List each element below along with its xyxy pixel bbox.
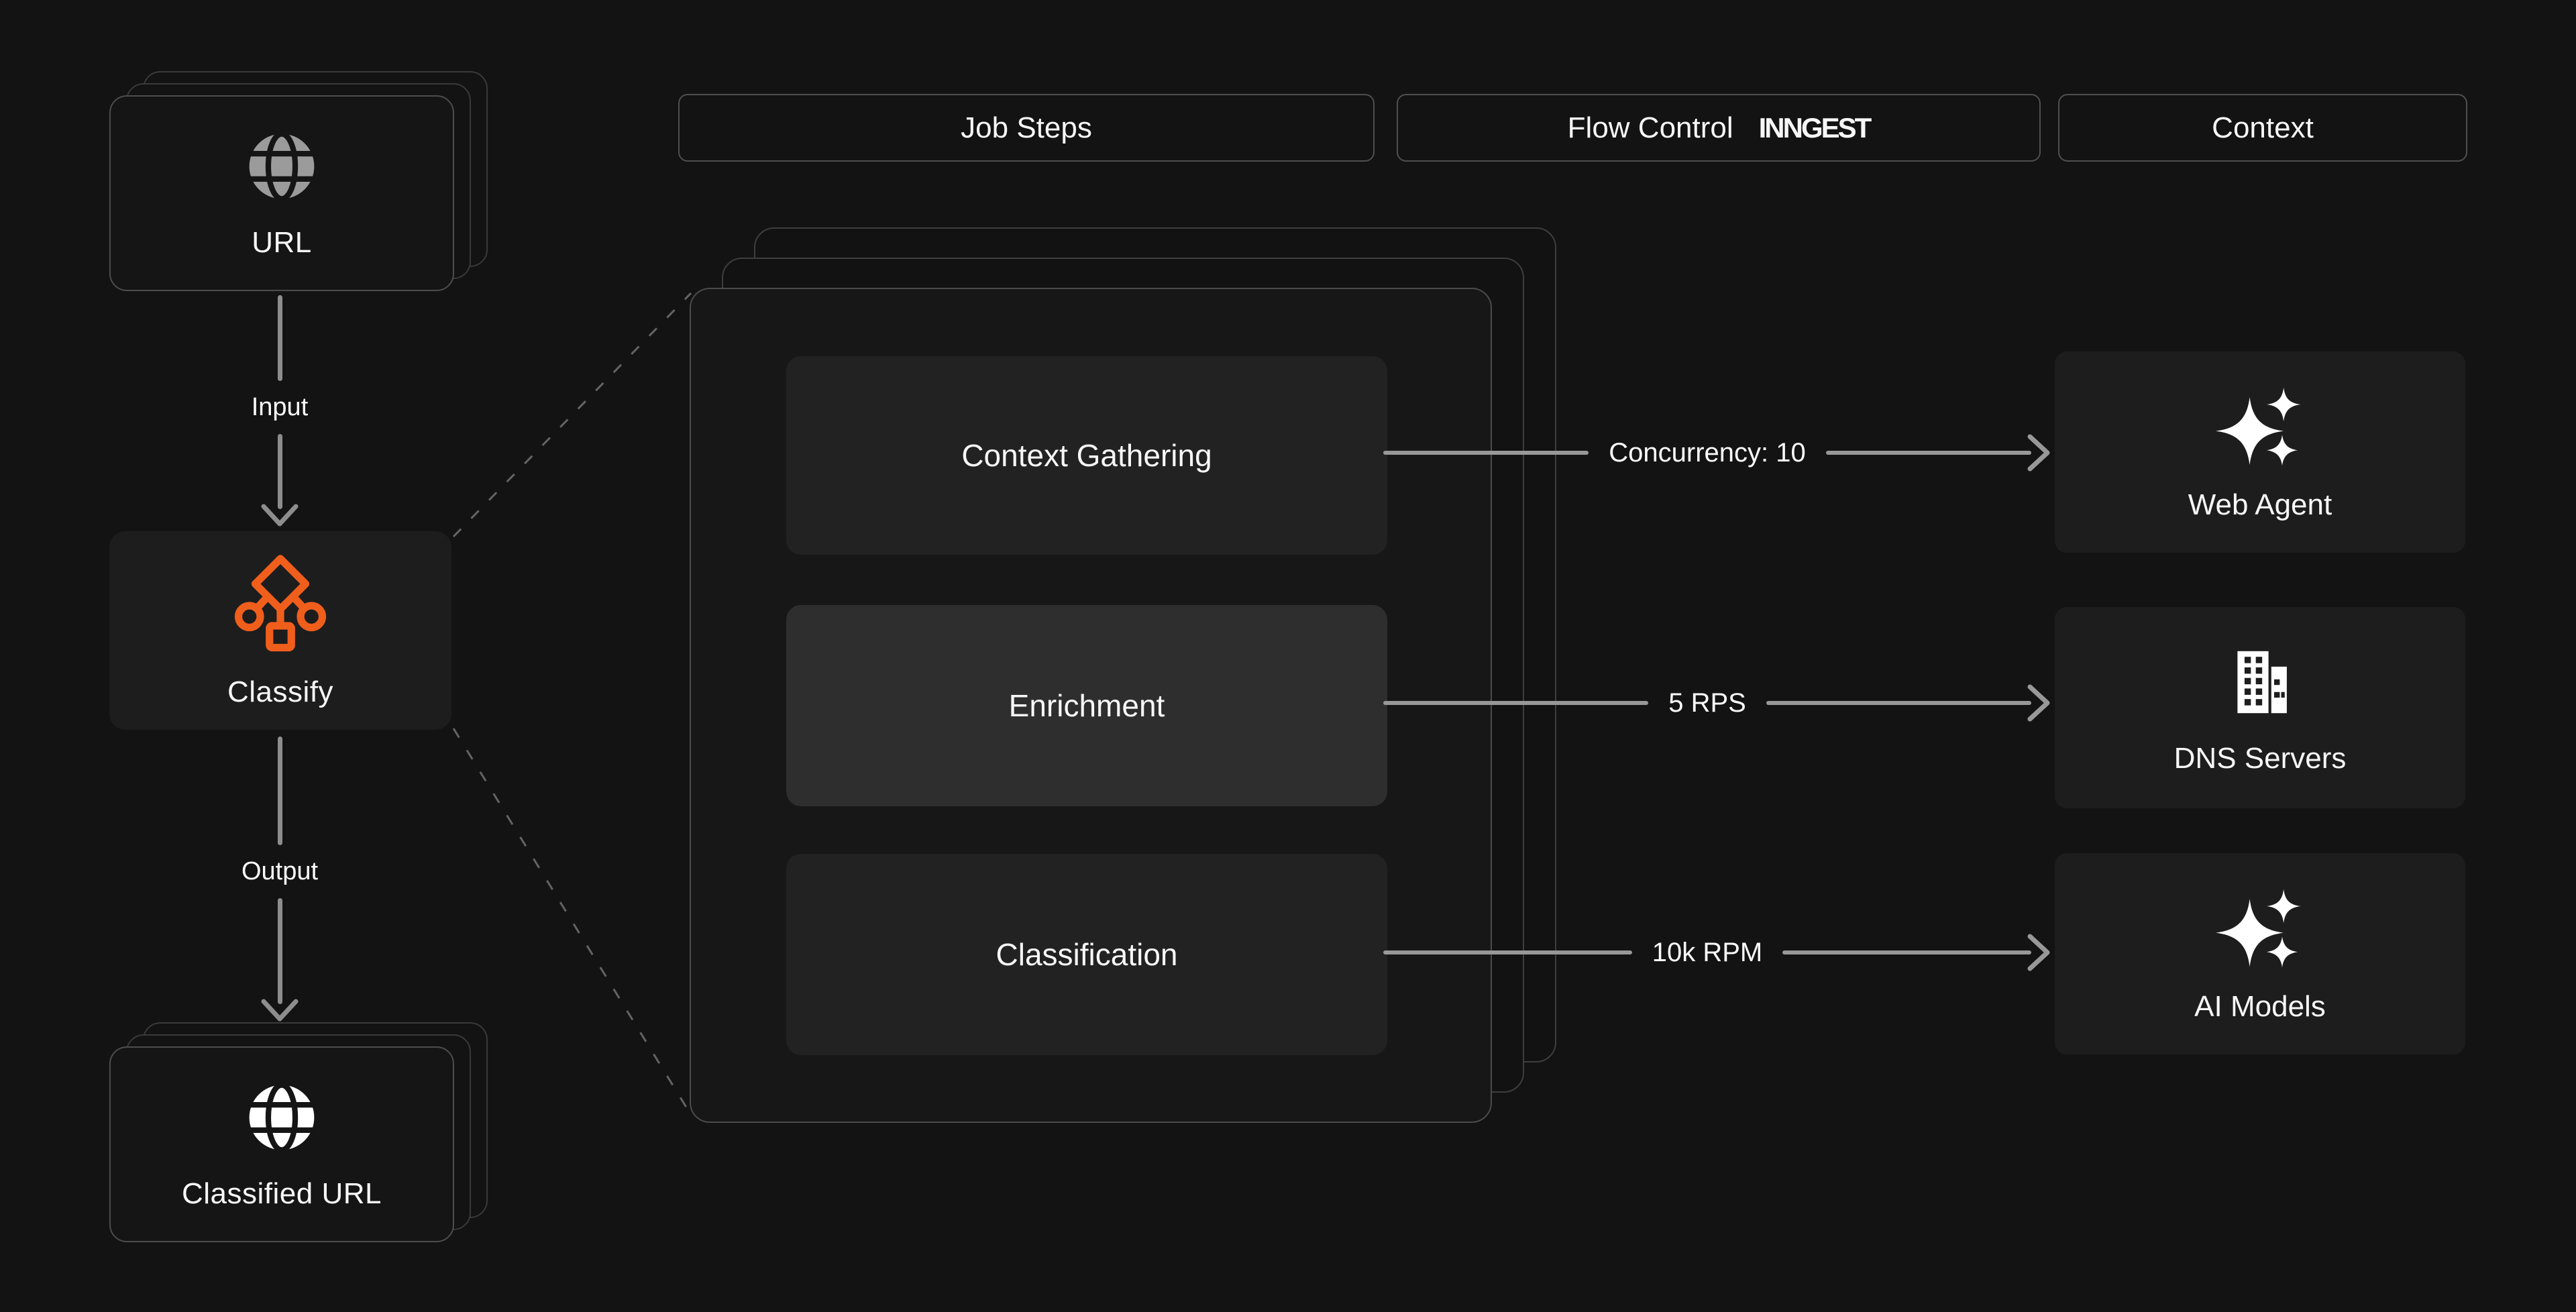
arrow-line bbox=[1782, 950, 2031, 954]
job-step-enrichment: Enrichment bbox=[786, 605, 1387, 806]
arrow-line bbox=[277, 898, 282, 1004]
sparkles-icon bbox=[2216, 889, 2301, 968]
arrow-line bbox=[277, 434, 282, 509]
job-step-label: Classification bbox=[996, 937, 1178, 972]
service-label: Web Agent bbox=[2188, 488, 2332, 521]
header-context: Context bbox=[2058, 94, 2467, 162]
input-arrow: Input bbox=[251, 295, 309, 528]
header-label: Flow Control bbox=[1567, 111, 1733, 144]
building-icon bbox=[2237, 651, 2287, 714]
arrow-line bbox=[1766, 701, 2032, 705]
flow-control-label: Concurrency: 10 bbox=[1609, 437, 1806, 468]
header-flow-control: Flow Control INNGEST bbox=[1397, 94, 2041, 162]
workflow-icon bbox=[234, 555, 327, 652]
arrowhead-down-icon bbox=[261, 999, 299, 1022]
header-label: Job Steps bbox=[961, 111, 1092, 144]
arrow-line bbox=[1383, 950, 1632, 954]
classified-url-card: Classified URL bbox=[109, 1046, 454, 1242]
arrow-line bbox=[277, 295, 282, 381]
output-edge-label: Output bbox=[241, 857, 319, 885]
job-step-label: Enrichment bbox=[1008, 688, 1165, 723]
output-arrow: Output bbox=[241, 736, 318, 1023]
arrow-line bbox=[1383, 701, 1649, 705]
url-card: URL bbox=[109, 95, 454, 291]
header-label: Context bbox=[2212, 111, 2314, 144]
service-label: AI Models bbox=[2194, 990, 2326, 1023]
job-step-classification: Classification bbox=[786, 854, 1387, 1055]
arrow-line bbox=[277, 736, 282, 845]
classify-label: Classify bbox=[227, 675, 334, 708]
flow-arrow-rps: 5 RPS bbox=[1383, 683, 2051, 723]
flow-control-label: 5 RPS bbox=[1668, 688, 1746, 718]
header-job-steps: Job Steps bbox=[678, 94, 1375, 162]
globe-icon bbox=[249, 131, 315, 202]
globe-icon bbox=[249, 1082, 315, 1153]
flow-control-label: 10k RPM bbox=[1652, 937, 1763, 967]
service-label: DNS Servers bbox=[2174, 742, 2347, 775]
service-ai-models: AI Models bbox=[2055, 853, 2465, 1054]
input-edge-label: Input bbox=[251, 393, 309, 421]
sparkles-icon bbox=[2216, 387, 2301, 466]
arrowhead-right-icon bbox=[2027, 434, 2050, 472]
arrowhead-right-icon bbox=[2027, 934, 2050, 971]
flow-arrow-concurrency: Concurrency: 10 bbox=[1383, 433, 2051, 473]
service-dns-servers: DNS Servers bbox=[2055, 607, 2465, 808]
service-web-agent: Web Agent bbox=[2055, 351, 2465, 553]
arrow-line bbox=[1825, 451, 2032, 455]
arrowhead-down-icon bbox=[261, 504, 299, 527]
inngest-logo: INNGEST bbox=[1758, 111, 1872, 144]
job-step-context-gathering: Context Gathering bbox=[786, 356, 1387, 555]
url-card-label: URL bbox=[252, 226, 312, 259]
arrow-line bbox=[1383, 451, 1589, 455]
job-step-label: Context Gathering bbox=[961, 438, 1212, 473]
classify-node: Classify bbox=[109, 531, 451, 730]
classified-url-label: Classified URL bbox=[182, 1177, 382, 1210]
arrowhead-right-icon bbox=[2027, 684, 2050, 722]
flow-arrow-rpm: 10k RPM bbox=[1383, 932, 2051, 973]
